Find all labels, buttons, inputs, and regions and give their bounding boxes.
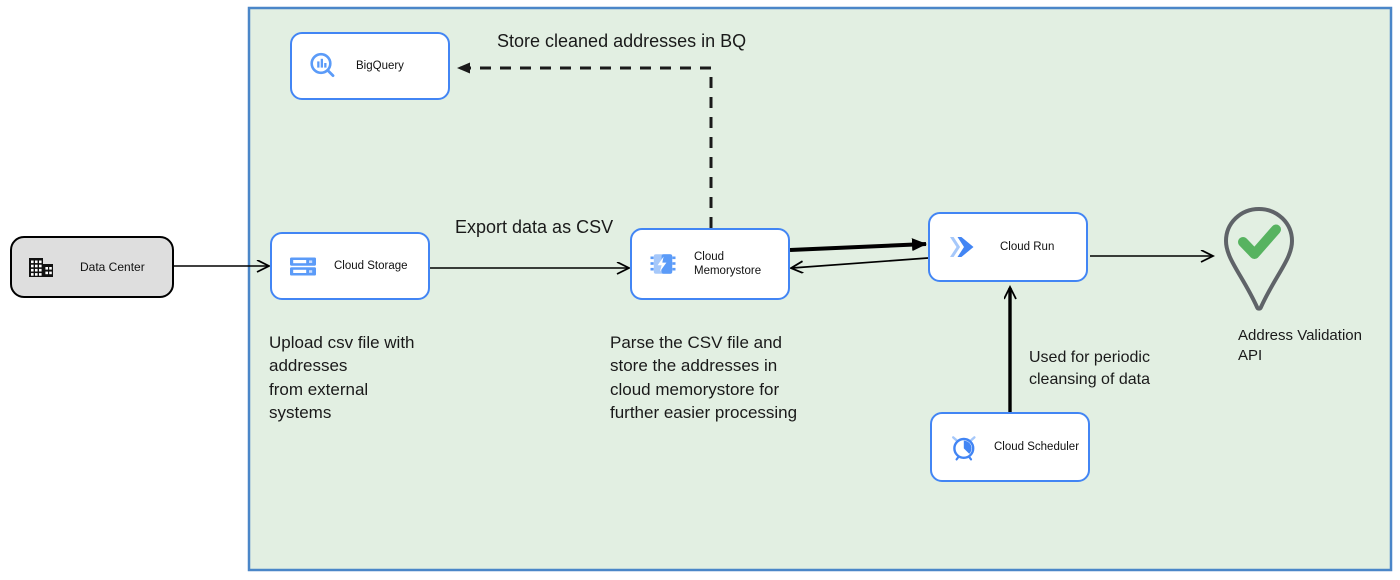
datacenter-building-icon	[26, 252, 56, 282]
gcp-boundary-panel	[247, 6, 1393, 572]
node-address-validation-api[interactable]	[1216, 204, 1302, 314]
map-pin-check-icon	[1216, 204, 1302, 314]
edge-cloudrun-to-memorystore	[792, 257, 929, 268]
node-label: Data Center	[80, 259, 145, 274]
cloud-scheduler-icon	[948, 431, 980, 463]
node-label: BigQuery	[356, 59, 404, 72]
cloud-run-icon	[946, 231, 980, 263]
node-label: Cloud Run	[1000, 240, 1055, 253]
bigquery-icon	[306, 49, 340, 83]
node-label: Cloud Storage	[334, 259, 408, 272]
cloud-storage-icon	[288, 251, 318, 281]
edge-label-store-in-bq: Store cleaned addresses in BQ	[497, 31, 747, 51]
edge-label-periodic-cleansing: Used for periodic cleansing of data	[1029, 349, 1150, 388]
note-upload-csv: Upload csv file with addresses from exte…	[269, 333, 415, 423]
edge-label-export-csv: Export data as CSV	[455, 217, 614, 237]
node-bigquery[interactable]: BigQuery	[290, 32, 450, 100]
node-cloud-scheduler[interactable]: Cloud Scheduler	[930, 412, 1090, 482]
node-label: Cloud Memorystore	[694, 250, 762, 277]
edge-memorystore-to-bigquery	[457, 62, 713, 228]
node-label: Cloud Scheduler	[994, 440, 1080, 453]
edge-memorystore-to-cloudrun	[789, 238, 927, 252]
node-cloud-memorystore[interactable]: Cloud Memorystore	[630, 228, 790, 300]
node-cloud-run[interactable]: Cloud Run	[928, 212, 1088, 282]
address-validation-api-label: Address Validation API	[1238, 327, 1362, 365]
cloud-memorystore-icon	[648, 249, 678, 279]
node-data-center[interactable]: Data Center	[10, 236, 174, 298]
node-cloud-storage[interactable]: Cloud Storage	[270, 232, 430, 300]
note-parse-csv: Parse the CSV file and store the address…	[610, 333, 798, 423]
